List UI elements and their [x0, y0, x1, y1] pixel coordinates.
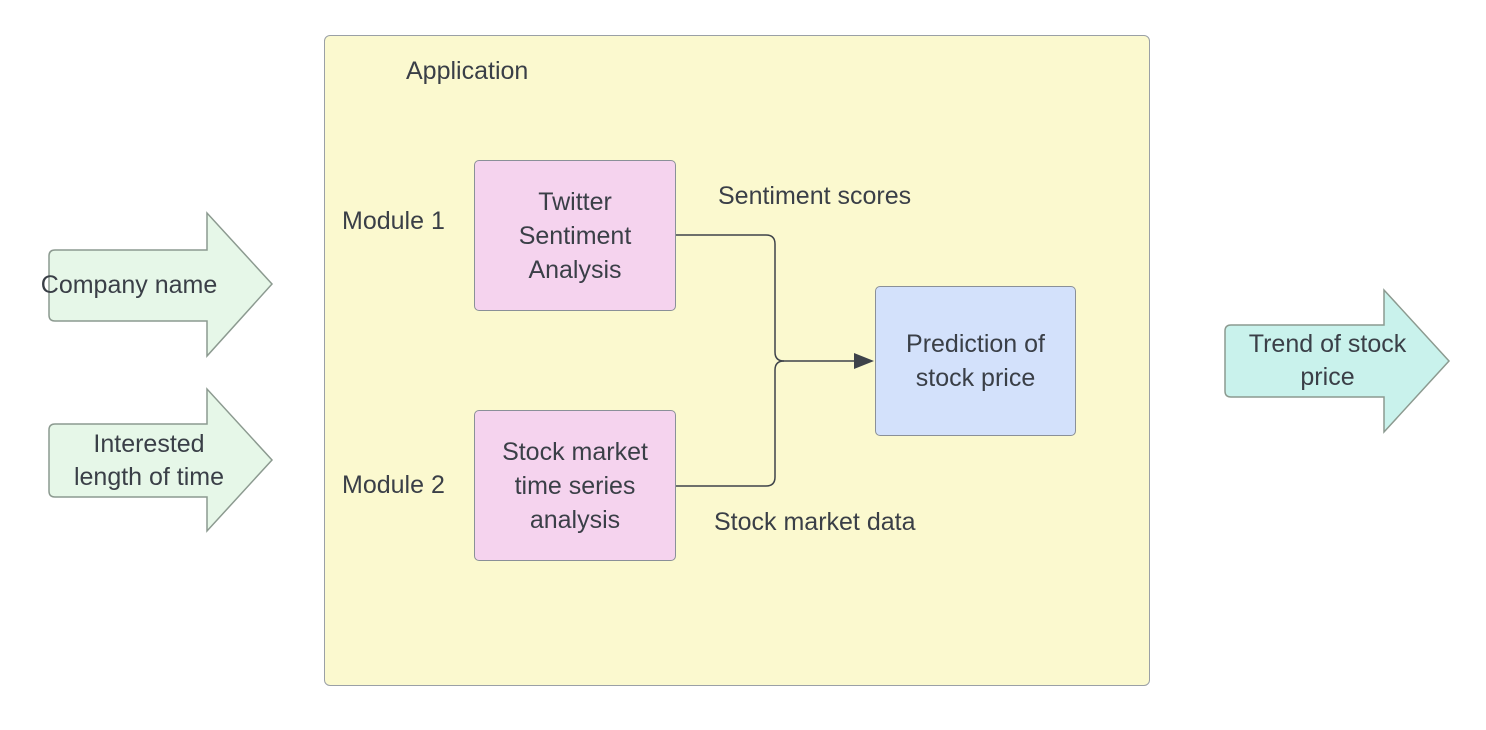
application-title: Application: [406, 57, 529, 85]
trend-output-arrow: [1224, 288, 1451, 434]
stock-timeseries-line3: analysis: [529, 505, 621, 534]
stock-timeseries-box: Stock market time series analysis: [474, 410, 676, 561]
connector-arrowhead: [854, 353, 874, 369]
time-length-arrow: [48, 387, 274, 533]
twitter-sentiment-line2: Sentiment: [518, 221, 632, 250]
trend-output-label: Trend of stock price: [1225, 323, 1430, 399]
time-length-label: Interested length of time: [49, 424, 249, 497]
module1-label: Module 1: [342, 207, 445, 235]
twitter-sentiment-box: Twitter Sentiment Analysis: [474, 160, 676, 311]
time-length-line2: length of time: [73, 462, 225, 491]
trend-output-line2: price: [1300, 363, 1355, 391]
stock-market-data-label: Stock market data: [714, 508, 916, 536]
company-name-arrow: [48, 211, 274, 358]
sentiment-scores-label: Sentiment scores: [718, 182, 912, 210]
time-length-line1: Interested: [93, 429, 205, 458]
module2-connector: [676, 360, 785, 487]
stock-timeseries-line2: time series: [514, 471, 636, 500]
twitter-sentiment-line3: Analysis: [528, 255, 622, 284]
trend-output-line1: Trend of stock: [1248, 330, 1407, 358]
prediction-line2: stock price: [915, 364, 1036, 392]
stock-timeseries-line1: Stock market: [502, 437, 648, 466]
company-name-label: Company name: [41, 250, 217, 321]
module2-label: Module 2: [342, 471, 445, 499]
prediction-line1: Prediction of: [906, 330, 1045, 358]
module1-connector: [676, 234, 860, 362]
company-name-text: Company name: [40, 271, 218, 299]
twitter-sentiment-line1: Twitter: [538, 187, 612, 216]
prediction-box: Prediction of stock price: [875, 286, 1076, 436]
